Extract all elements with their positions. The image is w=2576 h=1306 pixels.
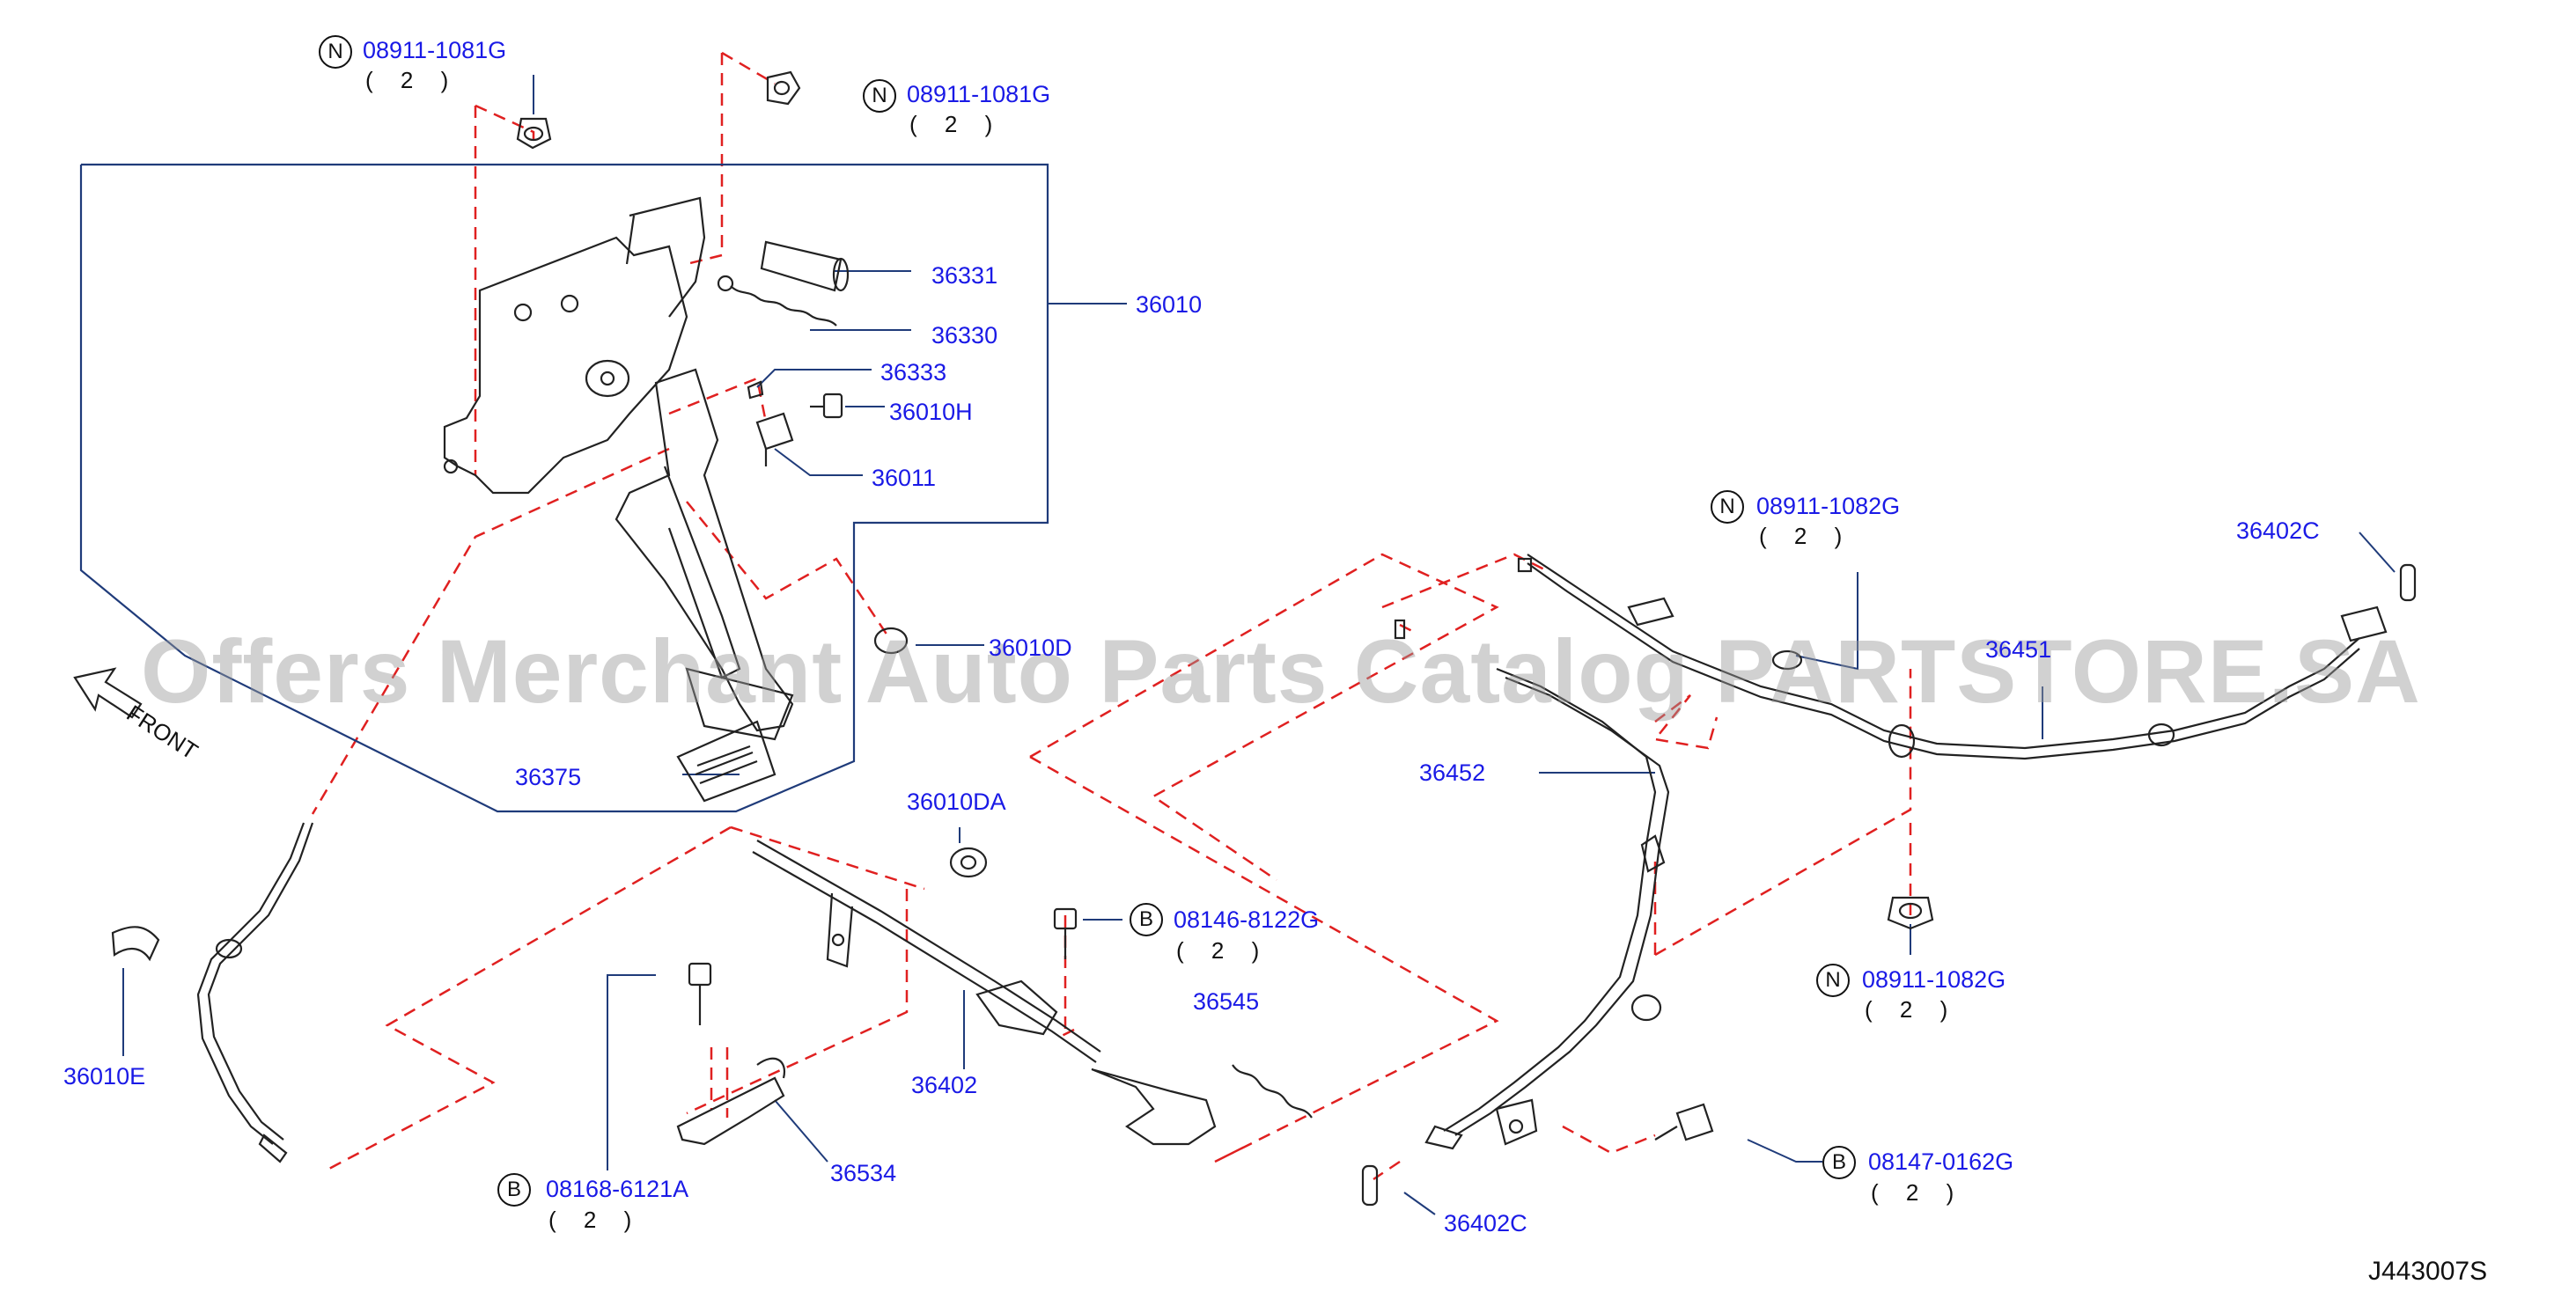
badge-n: N [1816, 964, 1850, 997]
label-36010d[interactable]: 36010D [989, 635, 1072, 661]
badge-b: B [1822, 1146, 1856, 1179]
label-08147-0162g[interactable]: 08147-0162G [1868, 1148, 2014, 1175]
qty: ( 2 ) [909, 111, 1004, 137]
label-36010[interactable]: 36010 [1136, 291, 1203, 318]
qty: ( 2 ) [365, 67, 460, 93]
badge-n: N [319, 35, 352, 69]
label-36545[interactable]: 36545 [1193, 988, 1260, 1015]
label-36452[interactable]: 36452 [1419, 759, 1486, 786]
qty: ( 2 ) [1759, 523, 1853, 549]
label-36010e[interactable]: 36010E [63, 1063, 146, 1090]
label-36010da[interactable]: 36010DA [907, 789, 1006, 815]
label-36375[interactable]: 36375 [515, 764, 582, 790]
label-36331[interactable]: 36331 [931, 262, 998, 289]
badge-n: N [863, 79, 896, 113]
qty: ( 2 ) [1871, 1179, 1965, 1206]
label-36402[interactable]: 36402 [911, 1072, 978, 1098]
label-08168-6121a[interactable]: 08168-6121A [546, 1176, 689, 1202]
part-drawings [73, 70, 2417, 1207]
dashed-guide-lines [311, 51, 1912, 1181]
qty: ( 2 ) [1865, 996, 1959, 1023]
label-36010h[interactable]: 36010H [889, 399, 973, 425]
label-08911-1082g[interactable]: 08911-1082G [1756, 493, 1901, 519]
label-36333[interactable]: 36333 [880, 359, 947, 385]
label-08146-8122g[interactable]: 08146-8122G [1174, 906, 1320, 933]
label-08911-1082g[interactable]: 08911-1082G [1862, 966, 2006, 993]
badge-b: B [1130, 903, 1163, 936]
label-36402c[interactable]: 36402C [1444, 1210, 1527, 1236]
label-36402c[interactable]: 36402C [2236, 517, 2320, 544]
label-08911-1081g[interactable]: 08911-1081G [363, 37, 507, 63]
label-36451[interactable]: 36451 [1985, 636, 2052, 663]
label-36330[interactable]: 36330 [931, 322, 998, 349]
diagram-code: J443007S [2368, 1257, 2488, 1286]
pedal-assembly-outline [79, 163, 1049, 813]
qty: ( 2 ) [548, 1207, 643, 1233]
label-36534[interactable]: 36534 [830, 1160, 897, 1186]
label-36011[interactable]: 36011 [872, 465, 937, 491]
qty: ( 2 ) [1176, 937, 1270, 964]
badge-n: N [1711, 490, 1744, 524]
badge-b: B [497, 1173, 531, 1207]
label-08911-1081g[interactable]: 08911-1081G [907, 81, 1051, 107]
watermark: Offers Merchant Auto Parts Catalog PARTS… [141, 621, 2421, 722]
